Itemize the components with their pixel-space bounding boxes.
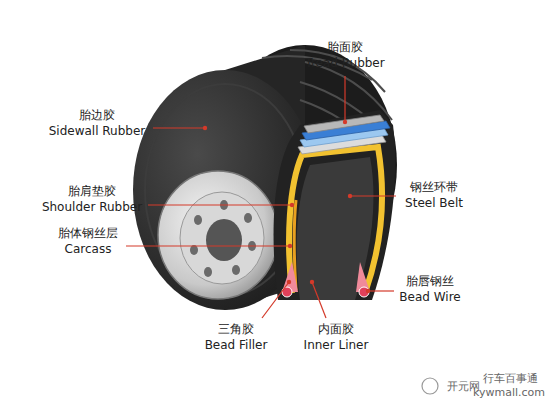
part-label: Steel Belt (405, 196, 463, 210)
part-label: 胎体钢丝层 (58, 226, 118, 240)
part-label: Inner Liner (304, 338, 369, 352)
watermark: kywmall.com (473, 386, 545, 399)
part-label: 三角胶 (218, 322, 254, 336)
part-label: 胎肩垫胶 (68, 184, 116, 198)
part-label: 内面胶 (318, 322, 354, 336)
watermark: 行车百事通 (483, 372, 538, 385)
part-label: Bead Filler (205, 338, 268, 352)
part-label: 钢丝环带 (410, 180, 458, 194)
part-label: 胎边胶 (79, 108, 115, 122)
part-label: Sidewall Rubber (49, 124, 146, 138)
part-label: 胎唇钢丝 (406, 274, 454, 288)
part-label: 胎面胶 (327, 40, 363, 54)
part-label: Carcass (65, 242, 112, 256)
part-label: Bead Wire (399, 290, 460, 304)
part-label: Shoulder Rubber (42, 200, 142, 214)
part-label: Tread Rubber (305, 56, 384, 70)
